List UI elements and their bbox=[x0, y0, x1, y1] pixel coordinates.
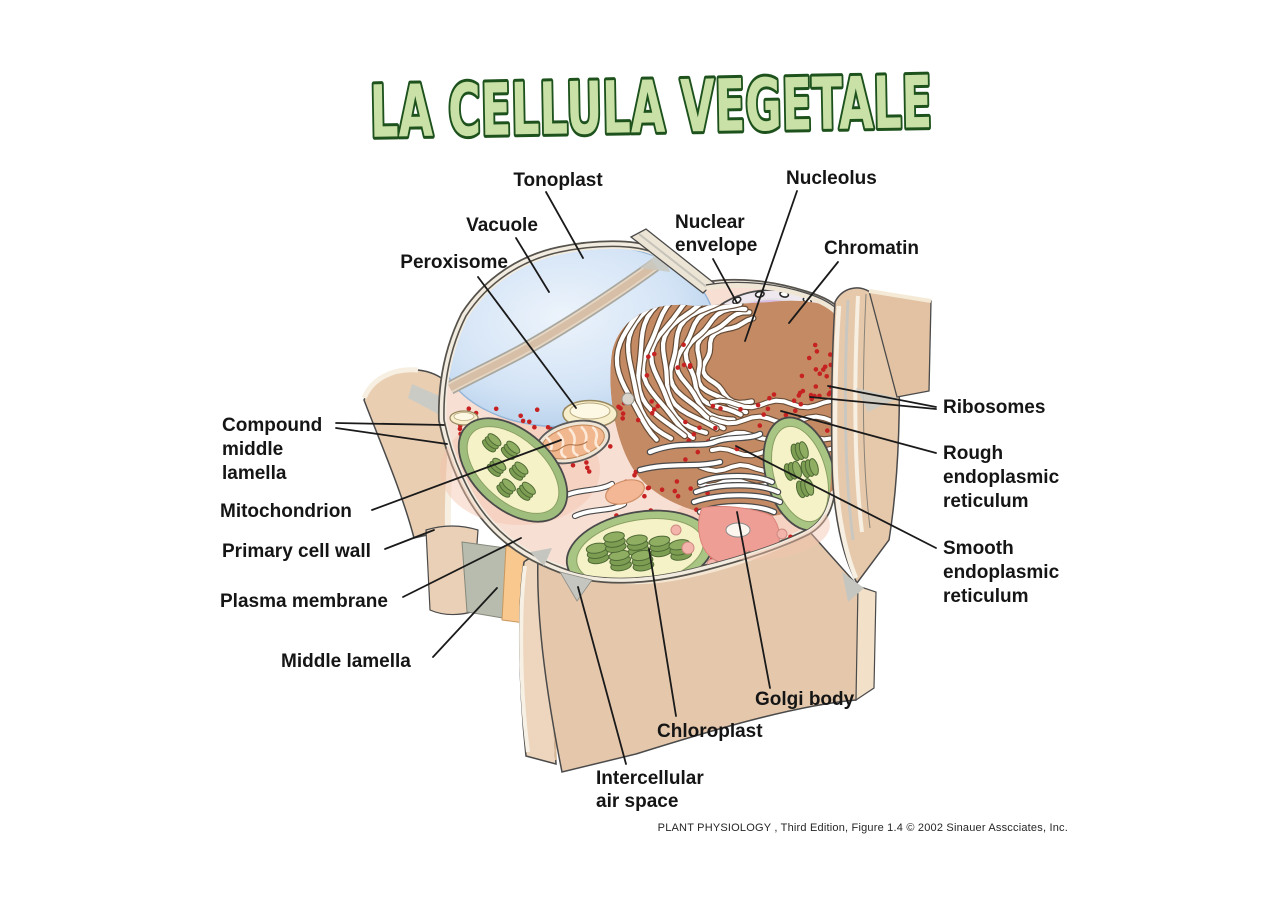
label-tonoplast: Tonoplast bbox=[513, 170, 603, 191]
label-smooth-er-3: reticulum bbox=[943, 586, 1029, 607]
label-compound-2: middle bbox=[222, 439, 283, 460]
leader-plasma-membrane bbox=[402, 537, 522, 598]
leader-peroxisome bbox=[477, 276, 577, 409]
label-plasma-membrane: Plasma membrane bbox=[220, 591, 388, 612]
label-rough-er-3: reticulum bbox=[943, 491, 1029, 512]
chloroplast-left bbox=[457, 417, 569, 523]
labels: Tonoplast Vacuole Peroxisome Nuclear env… bbox=[220, 168, 1060, 812]
middle-lamella-wedge bbox=[408, 384, 444, 414]
leader-vacuole bbox=[515, 237, 550, 293]
leader-compound-1 bbox=[335, 422, 445, 426]
leader-middle-lamella bbox=[432, 587, 498, 658]
label-smooth-er-2: endoplasmic bbox=[943, 562, 1060, 583]
label-vacuole: Vacuole bbox=[466, 215, 538, 236]
vesicle-gray-1 bbox=[621, 392, 635, 406]
label-ribosomes: Ribosomes bbox=[943, 397, 1045, 418]
leader-nucleolus bbox=[744, 190, 798, 342]
leader-chloroplast bbox=[648, 548, 677, 717]
label-compound-1: Compound bbox=[222, 415, 322, 436]
label-intercellular-2: air space bbox=[596, 791, 678, 812]
leader-compound-2 bbox=[335, 427, 448, 445]
wall-bottom-bevel bbox=[855, 585, 877, 702]
leader-primary-cell-wall bbox=[384, 529, 435, 550]
leader-intercellular bbox=[577, 586, 627, 765]
cell-walls-back bbox=[361, 367, 877, 773]
leader-smooth-er bbox=[735, 445, 937, 549]
label-rough-er-2: endoplasmic bbox=[943, 467, 1060, 488]
leader-ribosomes-2 bbox=[809, 396, 937, 410]
page-title: LA CELLULA VEGETALE bbox=[369, 60, 932, 154]
organelles bbox=[449, 392, 838, 578]
label-middle-lamella: Middle lamella bbox=[281, 651, 411, 672]
leader-golgi-body bbox=[736, 511, 771, 689]
wall-gray-strip bbox=[461, 541, 507, 619]
leader-lines bbox=[335, 190, 937, 765]
label-chloroplast: Chloroplast bbox=[657, 721, 763, 742]
figure-credit: PLANT PHYSIOLOGY , Third Edition, Figure… bbox=[658, 822, 1068, 834]
label-nuclear-envelope-1: Nuclear bbox=[675, 212, 745, 233]
label-golgi-body: Golgi body bbox=[755, 689, 855, 710]
label-rough-er-1: Rough bbox=[943, 443, 1003, 464]
label-nuclear-envelope-2: envelope bbox=[675, 235, 757, 256]
cell-walls-front bbox=[530, 228, 932, 602]
label-peroxisome: Peroxisome bbox=[400, 252, 508, 273]
label-intercellular-1: Intercellular bbox=[596, 768, 704, 789]
label-nucleolus: Nucleolus bbox=[786, 168, 877, 189]
label-primary-cell-wall: Primary cell wall bbox=[222, 541, 371, 562]
intercellular-space-wedge bbox=[559, 571, 593, 602]
leader-mitochondrion bbox=[371, 439, 562, 511]
leader-rough-er bbox=[780, 410, 937, 454]
leader-nuclear-envelope bbox=[712, 258, 738, 304]
leader-chromatin bbox=[788, 261, 839, 324]
mitochondrion-small bbox=[605, 479, 645, 505]
leader-tonoplast bbox=[545, 191, 584, 259]
label-mitochondrion: Mitochondrion bbox=[220, 501, 352, 522]
leader-ribosomes-1 bbox=[827, 385, 937, 408]
label-compound-3: lamella bbox=[222, 463, 287, 484]
label-smooth-er-1: Smooth bbox=[943, 538, 1014, 559]
label-chromatin: Chromatin bbox=[824, 238, 919, 259]
